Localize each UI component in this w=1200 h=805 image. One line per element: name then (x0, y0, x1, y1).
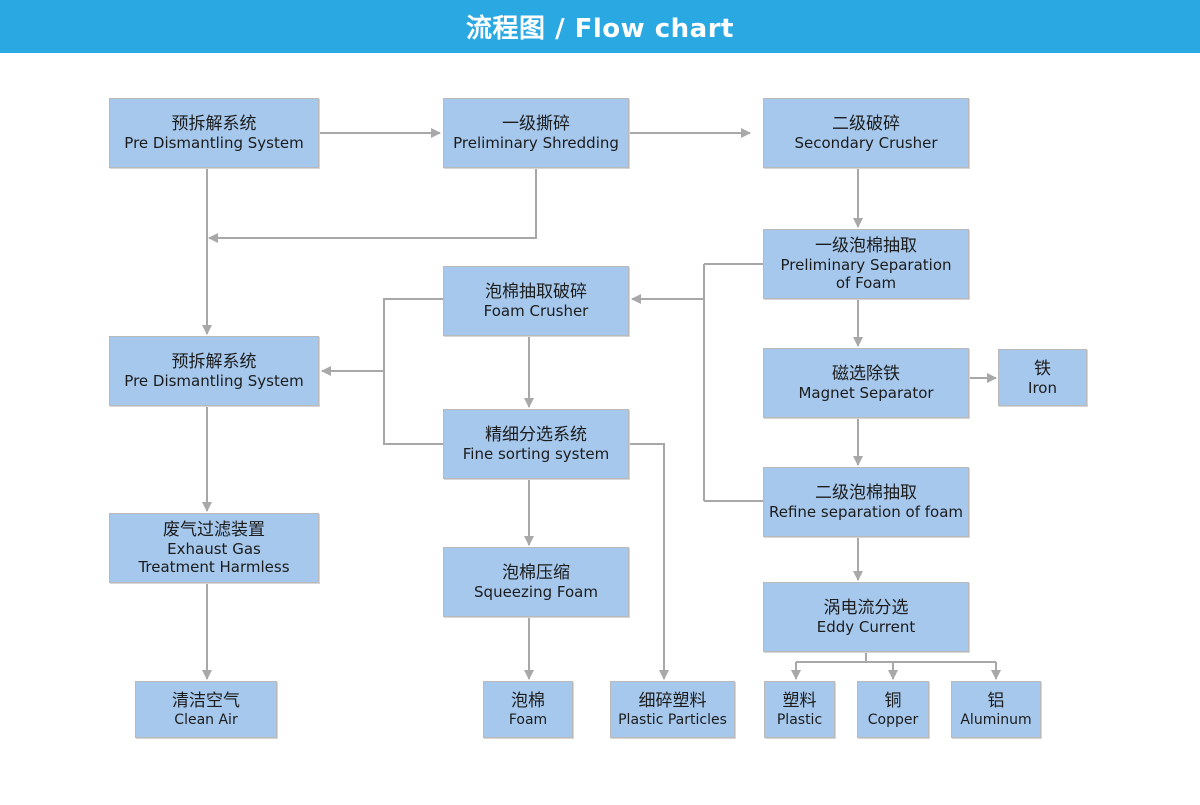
node-secondary-crusher: 二级破碎 Secondary Crusher (763, 98, 969, 168)
node-label-en: Copper (867, 711, 919, 728)
node-plastic-particles: 细碎塑料 Plastic Particles (610, 681, 735, 738)
node-pre-dismantling-system-lower: 预拆解系统 Pre Dismantling System (109, 336, 319, 406)
node-eddy-current: 涡电流分选 Eddy Current (763, 582, 969, 652)
node-plastic: 塑料 Plastic (764, 681, 835, 738)
node-clean-air: 清洁空气 Clean Air (135, 681, 277, 738)
node-label-en: Preliminary Separation (780, 256, 952, 274)
node-label-en: Secondary Crusher (794, 134, 938, 152)
node-label-en: Plastic (776, 711, 823, 728)
node-aluminum: 铝 Aluminum (951, 681, 1041, 738)
node-label-zh: 涡电流分选 (823, 598, 909, 618)
node-label-zh: 铁 (1034, 358, 1051, 379)
node-refine-separation-of-foam: 二级泡棉抽取 Refine separation of foam (763, 467, 969, 537)
node-label-en: Fine sorting system (462, 445, 610, 463)
node-label-en: Pre Dismantling System (124, 372, 304, 390)
node-label-en: Squeezing Foam (474, 583, 598, 601)
node-label-en: Aluminum (960, 711, 1032, 728)
node-label-en-line2: of Foam (835, 274, 897, 292)
arrow-shredding-return (208, 168, 537, 243)
node-iron: 铁 Iron (998, 349, 1087, 406)
node-fine-sorting-system: 精细分选系统 Fine sorting system (443, 409, 629, 479)
line-air-loop (383, 298, 444, 445)
node-label-zh: 泡棉抽取破碎 (485, 282, 587, 302)
node-magnet-separator: 磁选除铁 Magnet Separator (763, 348, 969, 418)
node-squeezing-foam: 泡棉压缩 Squeezing Foam (443, 547, 629, 617)
node-label-zh: 二级破碎 (832, 114, 900, 134)
node-label-en-line2: Treatment Harmless (138, 558, 290, 576)
node-label-zh: 泡棉压缩 (502, 563, 570, 583)
arrow-finesorting-to-plastic (629, 443, 669, 680)
node-label-en: Magnet Separator (798, 384, 934, 402)
node-label-zh: 预拆解系统 (171, 352, 257, 372)
node-pre-dismantling-system-top: 预拆解系统 Pre Dismantling System (109, 98, 319, 168)
node-label-zh: 泡棉 (511, 690, 545, 711)
node-label-zh: 二级泡棉抽取 (815, 483, 917, 503)
node-label-en: Iron (1028, 378, 1057, 397)
node-label-zh: 废气过滤装置 (163, 520, 265, 540)
node-preliminary-separation-of-foam: 一级泡棉抽取 Preliminary Separation of Foam (763, 229, 969, 299)
node-label-en: Pre Dismantling System (124, 134, 304, 152)
node-label-zh: 清洁空气 (172, 690, 240, 711)
node-label-en: Foam (508, 711, 548, 728)
node-label-zh: 一级泡棉抽取 (815, 236, 917, 256)
node-label-en: Plastic Particles (618, 711, 727, 728)
node-label-en: Refine separation of foam (768, 503, 964, 521)
page-title: 流程图 / Flow chart (466, 14, 734, 44)
node-label-zh: 精细分选系统 (485, 425, 587, 445)
node-label-zh: 铜 (884, 690, 902, 711)
node-preliminary-shredding: 一级撕碎 Preliminary Shredding (443, 98, 629, 168)
node-label-en: Exhaust Gas (167, 540, 261, 558)
node-label-zh: 预拆解系统 (171, 114, 257, 134)
node-copper: 铜 Copper (857, 681, 929, 738)
header-bar: 流程图 / Flow chart (0, 0, 1200, 53)
node-label-zh: 一级撕碎 (502, 114, 570, 134)
node-label-en: Preliminary Shredding (453, 134, 619, 152)
node-label-en: Foam Crusher (483, 302, 589, 320)
node-foam: 泡棉 Foam (483, 681, 573, 738)
node-foam-crusher: 泡棉抽取破碎 Foam Crusher (443, 266, 629, 336)
node-label-zh: 塑料 (782, 690, 817, 711)
node-exhaust-gas-treatment: 废气过滤装置 Exhaust Gas Treatment Harmless (109, 513, 319, 583)
node-label-zh: 铝 (987, 690, 1005, 711)
node-label-en: Eddy Current (816, 618, 916, 636)
node-label-en: Clean Air (174, 711, 238, 728)
node-label-zh: 磁选除铁 (832, 364, 900, 384)
node-label-zh: 细碎塑料 (638, 690, 707, 711)
